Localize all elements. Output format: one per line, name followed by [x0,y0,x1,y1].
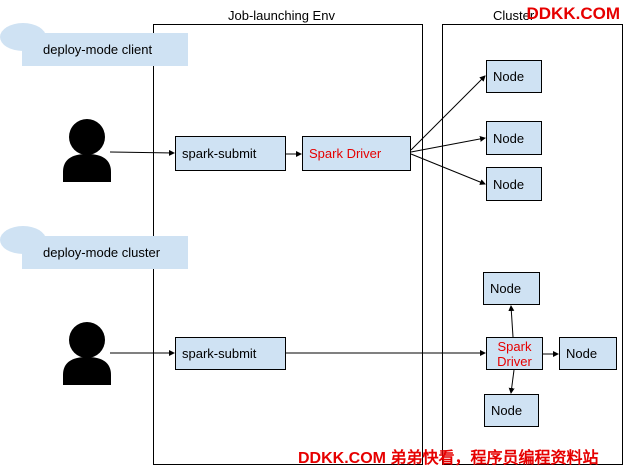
driver-to-node-arrow [508,305,515,338]
user-to-submit-arrow [109,149,175,156]
cluster-node-box: Node [486,60,542,93]
watermark-bottom: DDKK.COM 弟弟快看，程序员编程资料站 [298,450,599,467]
cluster-node-box: Node [486,167,542,201]
deploy-mode-cluster-label: deploy-mode cluster [22,236,188,269]
cluster-node-box: Node [486,121,542,155]
spark-driver-box: Spark Driver [486,337,543,370]
cluster-title: Cluster [493,8,535,23]
spark-submit-box: spark-submit [175,136,286,171]
driver-to-node-arrow [410,153,486,185]
cluster-node-box: Node [484,394,539,427]
deploy-mode-client-label: deploy-mode client [22,33,188,66]
user-icon [63,322,111,385]
driver-to-node-arrow [508,369,515,394]
driver-to-node-arrow [410,135,486,153]
spark-submit-box: spark-submit [175,337,286,370]
cluster-node-box: Node [483,272,540,305]
job-launching-env-title: Job-launching Env [228,8,335,23]
watermark-top: DDKK.COM [526,4,621,23]
user-icon [63,119,111,182]
driver-to-node-arrow [410,75,486,151]
spark-driver-box: Spark Driver [302,136,411,171]
cluster-node-box: Node [559,337,617,370]
